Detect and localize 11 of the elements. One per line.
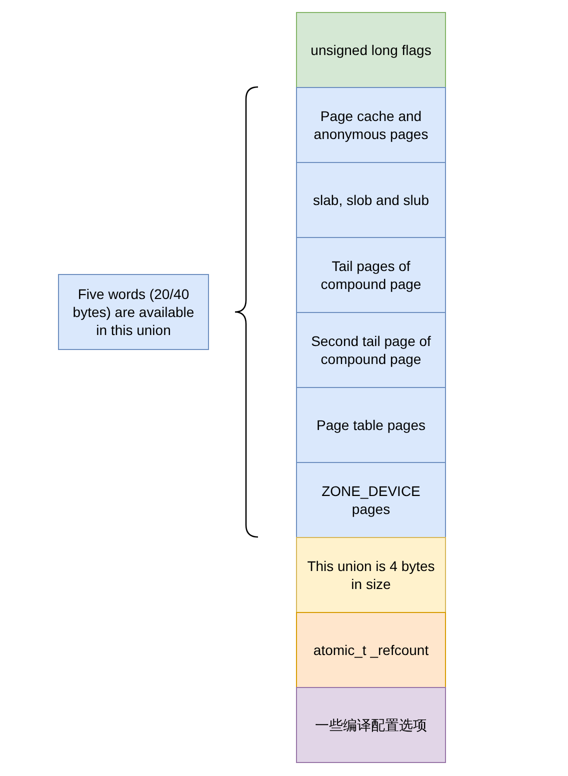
field-box: Tail pages of compound page: [296, 237, 446, 313]
field-box: Second tail page of compound page: [296, 312, 446, 388]
field-box: Page cache and anonymous pages: [296, 87, 446, 163]
field-box: This union is 4 bytes in size: [296, 537, 446, 613]
field-box: 一些编译配置选项: [296, 687, 446, 763]
field-box: ZONE_DEVICE pages: [296, 462, 446, 538]
field-box: Page table pages: [296, 387, 446, 463]
field-box: atomic_t _refcount: [296, 612, 446, 688]
note-box: Five words (20/40 bytes) are available in this union: [58, 274, 209, 350]
field-box: slab, slob and slub: [296, 162, 446, 238]
field-box: unsigned long flags: [296, 12, 446, 88]
